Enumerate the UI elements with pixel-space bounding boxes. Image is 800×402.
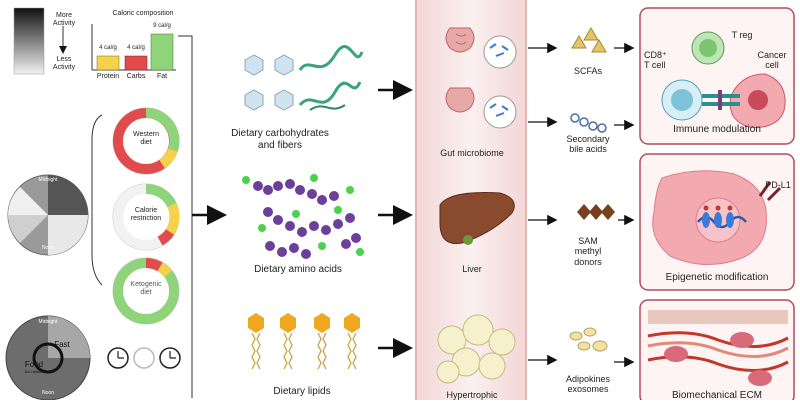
liver-label: Liver bbox=[462, 264, 482, 274]
fat-value-label: 9 cal/g bbox=[153, 23, 171, 29]
amino-acids-label: Dietary amino acids bbox=[254, 264, 342, 275]
gut-illustration bbox=[445, 27, 517, 129]
western-diet-donut bbox=[112, 107, 180, 175]
ketogenic-diet-donut bbox=[112, 257, 180, 325]
bar-carbs bbox=[124, 55, 148, 71]
western-diet-label: Western diet bbox=[133, 131, 159, 147]
sam-label: SAM methyl donors bbox=[574, 236, 602, 267]
cd8-t-cell-label: CD8⁺ T cell bbox=[644, 50, 667, 71]
sam-diamonds bbox=[577, 204, 615, 220]
carbs-value-label: 4 cal/g bbox=[127, 45, 145, 51]
scfa-triangles bbox=[571, 27, 607, 53]
clock2-noon-label: Noon bbox=[42, 390, 54, 396]
epigenetic-illustration bbox=[652, 170, 782, 266]
carbs-axis-label: Carbs bbox=[126, 73, 146, 80]
adipose-illustration bbox=[436, 314, 516, 384]
activity-clock-2 bbox=[5, 315, 91, 400]
clock2-food-sub-label: Ad Libitum bbox=[24, 369, 44, 374]
bar-fat bbox=[150, 33, 174, 71]
activity-gradient-bar bbox=[13, 7, 45, 75]
caloric-bar-chart bbox=[91, 24, 176, 71]
bile-acids-label: Secondary bile acids bbox=[566, 134, 610, 155]
carb-fiber-illustration bbox=[244, 45, 364, 111]
pdl1-label: PD-L1 bbox=[765, 180, 791, 190]
scfa-label: SCFAs bbox=[573, 66, 602, 76]
caloric-chart-title: Caloric composition bbox=[112, 10, 174, 17]
ecm-illustration bbox=[647, 310, 789, 386]
bile-acid-rings bbox=[570, 113, 607, 133]
adipokines-label: Adipokines exosomes bbox=[565, 374, 611, 395]
small-clocks bbox=[107, 347, 181, 369]
lipid-illustration bbox=[248, 313, 360, 370]
amino-acid-illustration bbox=[242, 174, 364, 259]
activity-clock-1 bbox=[7, 174, 89, 256]
protein-value-label: 4 cal/g bbox=[99, 45, 117, 51]
ecm-title: Biomechanical ECM bbox=[671, 390, 763, 401]
calorie-restriction-label: Calorie restriction bbox=[130, 207, 162, 223]
clock2-fast-label: Fast bbox=[54, 340, 70, 349]
clock2-food-label: Food bbox=[24, 360, 44, 369]
immune-illustration bbox=[661, 31, 786, 129]
calorie-restriction-donut bbox=[112, 183, 180, 251]
clock2-midnight-label: Midnight bbox=[38, 319, 58, 325]
ketogenic-diet-label: Ketogenic diet bbox=[130, 281, 162, 297]
liver-illustration bbox=[439, 192, 515, 245]
carbs-fibers-label: Dietary carbohydrates and fibers bbox=[231, 128, 329, 151]
lipids-label: Dietary lipids bbox=[273, 386, 331, 397]
adipose-label: Hypertrophic bbox=[446, 390, 498, 400]
less-activity-label: Less Activity bbox=[52, 56, 76, 72]
more-activity-label: More Activity bbox=[52, 12, 76, 28]
bar-protein bbox=[96, 55, 120, 71]
clock1-midnight-label: Midnight bbox=[38, 177, 58, 183]
gut-microbiome-label: Gut microbiome bbox=[440, 148, 504, 158]
treg-label: T reg bbox=[731, 30, 753, 40]
fat-axis-label: Fat bbox=[156, 73, 168, 80]
clock1-noon-label: Noon bbox=[42, 245, 54, 251]
protein-axis-label: Protein bbox=[96, 73, 120, 80]
cancer-cell-label: Cancer cell bbox=[757, 50, 787, 71]
adipokine-ovals bbox=[569, 327, 608, 352]
epigenetic-modification-title: Epigenetic modification bbox=[665, 272, 769, 283]
immune-modulation-title: Immune modulation bbox=[673, 124, 761, 135]
